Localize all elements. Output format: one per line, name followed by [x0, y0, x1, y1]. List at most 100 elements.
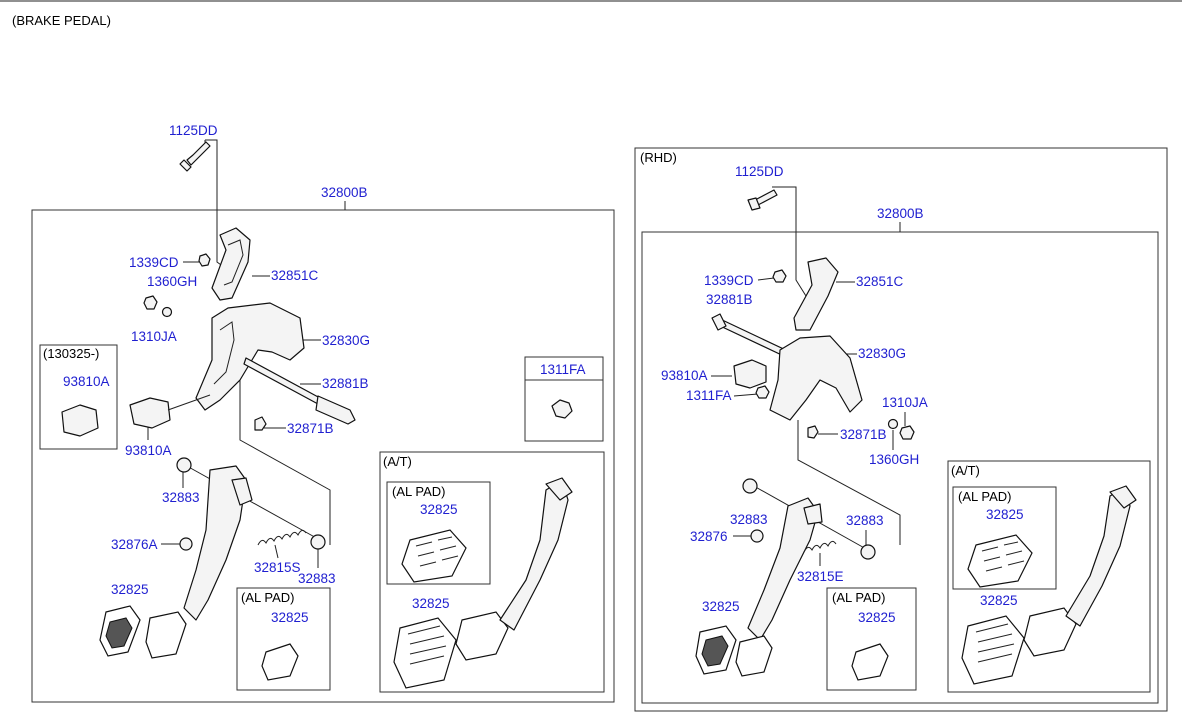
bushing-32883a-part[interactable] — [176, 457, 192, 473]
al-pad-rhd-part[interactable] — [851, 643, 889, 681]
rhd-outer-frame — [634, 147, 1168, 712]
rhd-at-al-pad-part[interactable] — [967, 534, 1033, 588]
rhd-pedal-pad-32825-part[interactable] — [695, 625, 773, 677]
al-pad-box-left: (AL PAD) 32825 — [236, 587, 331, 691]
label-32825[interactable]: 32825 — [111, 582, 149, 597]
switch-93810a-part[interactable] — [129, 394, 211, 429]
at-al-pad-header: (AL PAD) — [392, 484, 445, 499]
rhd-bolt-1125dd-part[interactable] — [747, 189, 778, 211]
label-1310ja[interactable]: 1310JA — [131, 329, 177, 344]
bracket-32851c-part[interactable] — [211, 227, 251, 301]
al-pad-box-rhd: (AL PAD) 32825 — [826, 587, 917, 691]
rhd-switch-93810a-part[interactable] — [733, 359, 767, 389]
al-pad-left-part[interactable] — [261, 643, 299, 681]
rhd-label-32825-at[interactable]: 32825 — [980, 593, 1018, 608]
rhd-bracket-32851c-part[interactable] — [793, 257, 839, 331]
label-93810a[interactable]: 93810A — [125, 443, 172, 458]
rhd-nut-1311fa-part[interactable] — [755, 385, 770, 399]
leader-32815s — [274, 544, 279, 559]
pedal-arm-part[interactable] — [183, 465, 253, 621]
rhd-nut-1310ja-part[interactable] — [899, 425, 915, 440]
bolt-32881b-part[interactable] — [243, 357, 356, 425]
page-title: (BRAKE PEDAL) — [12, 13, 111, 28]
label-93810a-variant[interactable]: 93810A — [63, 374, 110, 389]
label-32876a[interactable]: 32876A — [111, 537, 158, 552]
rhd-label-32851c[interactable]: 32851C — [856, 274, 904, 289]
rhd-label-32883-b[interactable]: 32883 — [846, 513, 884, 528]
label-32825-al-pad[interactable]: 32825 — [271, 610, 309, 625]
at-pedal-part[interactable] — [393, 477, 573, 689]
label-32825-at[interactable]: 32825 — [412, 596, 450, 611]
at-al-pad-part[interactable] — [401, 529, 467, 583]
nut-32871b-part[interactable] — [254, 416, 267, 431]
rhd-bushing-32883b-part[interactable] — [860, 544, 876, 560]
rhd-leader-1125dd — [772, 186, 807, 297]
rhd-leader-1339cd — [757, 277, 775, 281]
label-32871b[interactable]: 32871B — [287, 421, 334, 436]
pedal-pad-32825-part[interactable] — [99, 605, 187, 659]
rhd-label-32883-a[interactable]: 32883 — [730, 512, 768, 527]
label-32883-a[interactable]: 32883 — [162, 490, 200, 505]
rhd-washer-1360gh-part[interactable] — [887, 418, 899, 430]
rhd-header: (RHD) — [640, 150, 677, 165]
rhd-nut-32871b-part[interactable] — [807, 425, 819, 439]
label-1360gh[interactable]: 1360GH — [147, 274, 197, 289]
variant-box-130325: (130325-) 93810A — [39, 344, 118, 450]
rhd-label-32825-at-al[interactable]: 32825 — [986, 507, 1024, 522]
stopper-32876a-part[interactable] — [179, 537, 193, 551]
rhd-at-al-pad-header: (AL PAD) — [958, 489, 1011, 504]
rhd-at-pedal-part[interactable] — [961, 485, 1137, 685]
rhd-label-32881b[interactable]: 32881B — [706, 292, 753, 307]
nut-1310ja-part[interactable] — [143, 295, 158, 310]
rhd-pedal-arm-part[interactable] — [747, 497, 823, 641]
rhd-section: (RHD) 1125DD 32800B 1339CD 32881B 93810A… — [634, 147, 1168, 712]
label-1311fa[interactable]: 1311FA — [540, 362, 586, 377]
lhd-section: 1125DD 32800B 1339CD 1360GH 1310JA 32851… — [31, 123, 615, 703]
rhd-label-93810a[interactable]: 93810A — [661, 368, 708, 383]
rhd-label-1339cd[interactable]: 1339CD — [704, 273, 754, 288]
nut-box-1311fa: 1311FA — [524, 356, 604, 442]
washer-1360gh-part[interactable] — [161, 306, 173, 318]
nut-1311fa-part[interactable] — [551, 399, 573, 419]
rhd-nut-1339cd-part[interactable] — [772, 269, 787, 283]
leader-bracket-lines — [184, 380, 331, 545]
rhd-at-header: (A/T) — [951, 463, 980, 478]
rhd-label-1311fa[interactable]: 1311FA — [686, 388, 732, 403]
rhd-spring-32815e-part[interactable] — [803, 540, 837, 553]
label-32815s[interactable]: 32815S — [254, 560, 301, 575]
rhd-label-1125dd[interactable]: 1125DD — [735, 164, 784, 179]
rhd-bolt-32881b-part[interactable] — [711, 313, 791, 359]
switch-93810a-variant-part[interactable] — [61, 404, 99, 437]
bolt-1125dd-part[interactable] — [179, 141, 211, 172]
rhd-label-32830g[interactable]: 32830G — [858, 346, 906, 361]
rhd-label-32825-al-pad[interactable]: 32825 — [858, 610, 896, 625]
al-pad-box-header: (AL PAD) — [241, 590, 294, 605]
rhd-stopper-32876-part[interactable] — [750, 529, 764, 543]
rhd-label-32815e[interactable]: 32815E — [797, 569, 844, 584]
rhd-label-32800b[interactable]: 32800B — [877, 206, 924, 221]
label-32883-b[interactable]: 32883 — [298, 571, 336, 586]
rhd-leader-1311fa — [733, 393, 759, 397]
spring-32815s-part[interactable] — [257, 529, 307, 546]
rhd-label-32871b[interactable]: 32871B — [840, 427, 887, 442]
rhd-bushing-32883a-part[interactable] — [742, 478, 758, 494]
variant-box-header: (130325-) — [43, 346, 99, 361]
label-32830g[interactable]: 32830G — [322, 333, 370, 348]
label-32800b[interactable]: 32800B — [321, 185, 368, 200]
label-1339cd[interactable]: 1339CD — [129, 255, 179, 270]
label-32881b[interactable]: 32881B — [322, 376, 369, 391]
label-1125dd[interactable]: 1125DD — [169, 123, 218, 138]
at-box-left: (A/T) (AL PAD) 32825 32825 — [379, 451, 605, 693]
rhd-al-pad-header: (AL PAD) — [832, 590, 885, 605]
label-32851c[interactable]: 32851C — [271, 268, 319, 283]
rhd-label-32876[interactable]: 32876 — [690, 529, 728, 544]
rhd-label-32825[interactable]: 32825 — [702, 599, 740, 614]
rhd-label-1360gh[interactable]: 1360GH — [869, 452, 919, 467]
bushing-32883b-part[interactable] — [310, 534, 326, 550]
member-32830g-part[interactable] — [195, 302, 305, 411]
rhd-label-1310ja[interactable]: 1310JA — [882, 395, 928, 410]
nut-1339cd-part[interactable] — [198, 253, 211, 267]
label-32825-at-al[interactable]: 32825 — [420, 502, 458, 517]
rhd-member-32830g-part[interactable] — [769, 335, 863, 421]
